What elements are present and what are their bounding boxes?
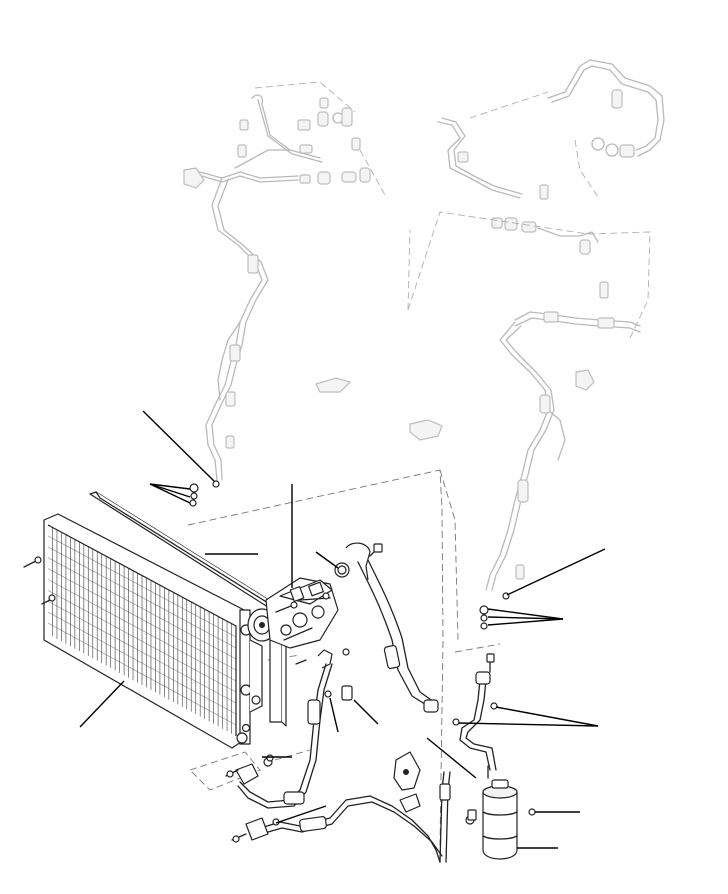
condenser-tube (47, 546, 237, 649)
mounting-bracket-hole (403, 769, 409, 775)
condenser-tube (47, 568, 237, 671)
condenser-tube (47, 611, 237, 715)
condenser (23, 513, 263, 749)
condenser-tube (47, 535, 237, 638)
compressor (247, 577, 339, 649)
suction-hose (334, 542, 439, 713)
leader-10 (353, 699, 379, 725)
condenser-tube (47, 622, 237, 726)
leader-12 (426, 737, 477, 779)
condenser-tube (47, 590, 237, 693)
leader-9a (495, 706, 599, 727)
leader-11 (329, 697, 339, 733)
leader-2a (149, 483, 191, 490)
leader-1 (142, 410, 215, 482)
assembly-boundaries (187, 469, 501, 846)
receiver-drier (459, 653, 536, 860)
leader-5 (315, 551, 339, 569)
callout-leaders (79, 410, 606, 849)
small-hardware (189, 480, 510, 826)
leader-6 (79, 680, 125, 728)
leader-2b (149, 483, 191, 498)
bracket-ghost-1 (315, 377, 352, 393)
leader-7 (506, 548, 606, 596)
bracket-ghost-2 (409, 419, 443, 441)
leader-2c (149, 483, 191, 504)
liquid-line (231, 771, 451, 863)
leader-8b (487, 616, 564, 620)
condenser-tube (47, 579, 237, 682)
condenser-fins (47, 527, 237, 734)
evaporator-lines-right (407, 59, 665, 591)
condenser-tube (47, 600, 237, 704)
evaporator-lines-left (183, 81, 386, 481)
leader-8c (487, 618, 564, 626)
leader-8a (487, 608, 564, 620)
condenser-tube (47, 557, 237, 660)
leader-9b (458, 722, 599, 727)
leader-14 (275, 805, 327, 824)
